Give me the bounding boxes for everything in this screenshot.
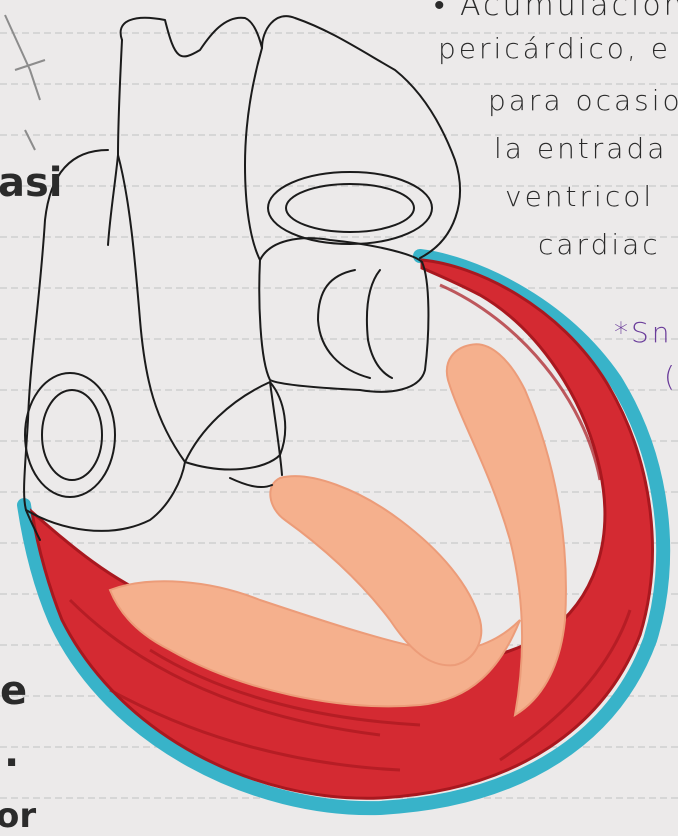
margin-asi: asi [0, 160, 63, 206]
aortic-ring [268, 172, 432, 244]
note-line-1: • Acumulación [434, 0, 678, 23]
note-line-5: ventricol [505, 180, 654, 213]
tricuspid-lumen [42, 390, 102, 480]
aortic-arch [121, 16, 460, 258]
mitral-leaflet-1 [318, 270, 370, 378]
note-line-6: cardiac [538, 228, 661, 261]
star-note-paren: ( [664, 360, 678, 393]
interatrial-wall [118, 155, 185, 462]
note-line-3: para ocasio [488, 84, 678, 117]
note-line-2: pericárdico, e [438, 32, 671, 65]
margin-dot: . [4, 730, 19, 776]
pulmonary-trunk [245, 48, 262, 260]
note-line-4: la entrada [494, 132, 667, 165]
left-atrium [259, 238, 428, 392]
margin-sketch [5, 15, 45, 150]
margin-or: or [0, 796, 36, 836]
star-note: *Sn [614, 316, 673, 349]
left-vessel [108, 40, 122, 245]
aortic-valve [185, 382, 285, 469]
mitral-leaflet-2 [367, 270, 392, 378]
chordae [230, 478, 272, 487]
aortic-lumen [286, 184, 414, 232]
margin-e: e [0, 668, 27, 714]
